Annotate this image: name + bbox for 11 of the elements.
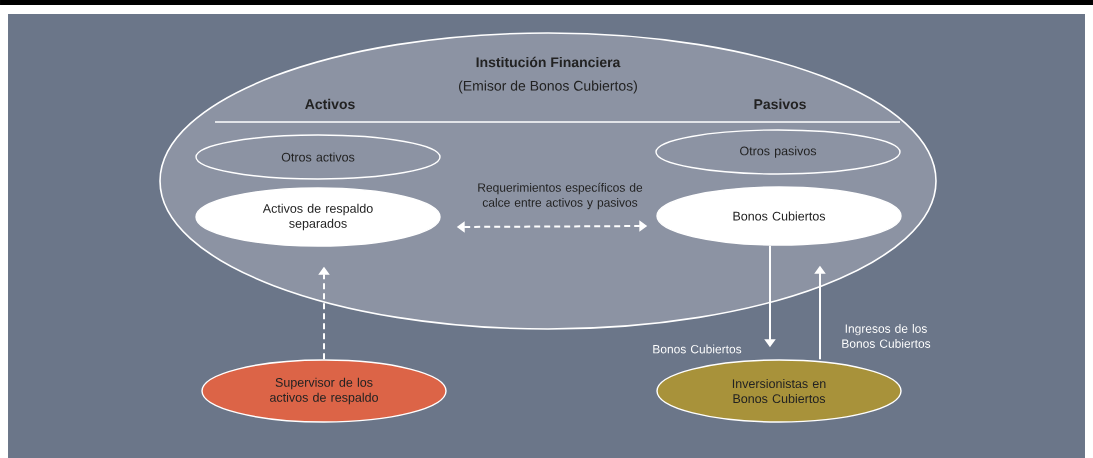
edge-label: Requerimientos específicos de calce entre activos y pasivos bbox=[478, 182, 643, 210]
column-heading: Activos bbox=[305, 98, 355, 110]
ellipse-node: Otros activos bbox=[195, 134, 441, 180]
title-text: Institución Financiera bbox=[476, 56, 621, 68]
edge-label: Ingresos de los Bonos Cubiertos bbox=[842, 324, 931, 348]
edge-label: Bonos Cubiertos bbox=[653, 344, 742, 354]
ellipse-node: Bonos Cubiertos bbox=[656, 186, 902, 246]
subtitle-text: (Emisor de Bonos Cubiertos) bbox=[459, 80, 637, 94]
ellipse-node: Activos de respaldo separados bbox=[195, 187, 441, 247]
ellipse-node: Otros pasivos bbox=[655, 129, 901, 175]
column-heading: Pasivos bbox=[754, 98, 806, 110]
